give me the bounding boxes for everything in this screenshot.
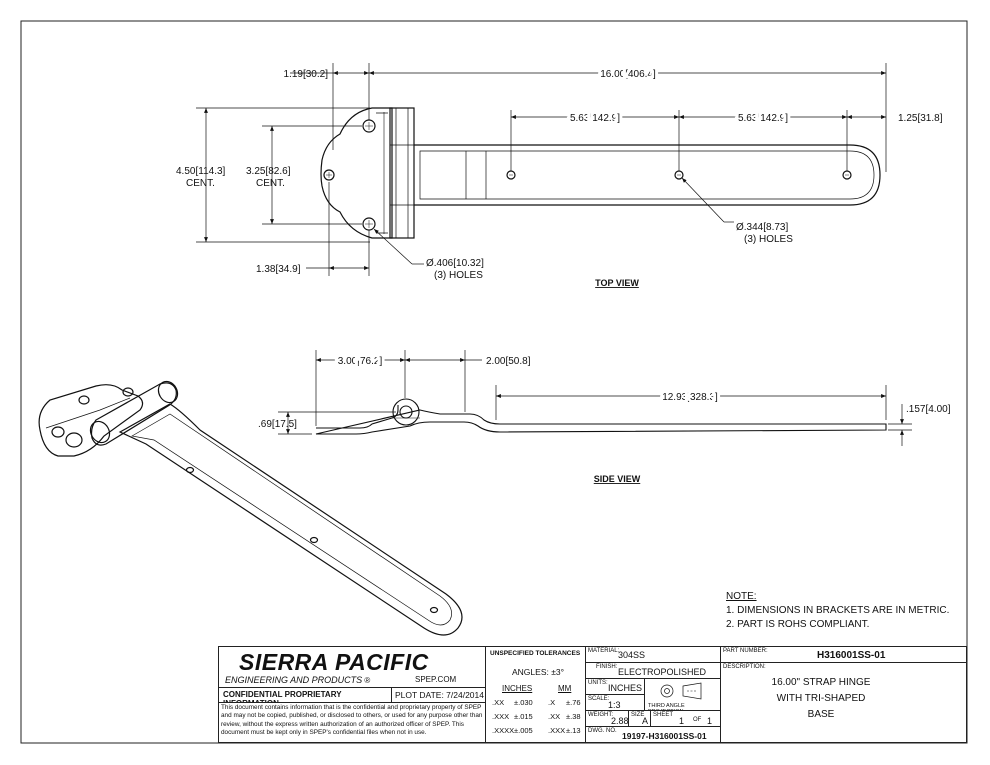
- dim-small-hole: Ø.344[8.73]: [736, 222, 789, 233]
- side-profile: [315, 405, 887, 435]
- strap-outline: [414, 144, 881, 206]
- dwg-cell: DWG. NO. 19197-H316001SS-01: [585, 726, 721, 743]
- iso-base: [38, 384, 144, 457]
- base-hole-mid: [323, 169, 335, 181]
- part-cell: PART NUMBER: H316001SS-01: [720, 646, 967, 663]
- units-cell: UNITS: INCHES: [585, 678, 645, 695]
- dimension-texts: 1.19[30.2] 16.00[406.4] 5.63[142.9] 5.63…: [176, 66, 951, 630]
- units-value: INCHES: [608, 683, 643, 693]
- description-cell: DESCRIPTION: 16.00" STRAP HINGE WITH TRI…: [720, 662, 967, 743]
- dim-hole-offset: 1.38[34.9]: [256, 264, 301, 275]
- scale-value: 1:3: [608, 700, 621, 710]
- scale-cell: SCALE: 1:3: [585, 694, 645, 711]
- iso-hole-5: [309, 536, 319, 544]
- company-cell: SIERRA PACIFIC ENGINEERING AND PRODUCTS®…: [218, 646, 486, 688]
- dim-end-offset: 1.25[31.8]: [898, 113, 943, 124]
- notes-title: NOTE:: [726, 591, 757, 602]
- side-view: [315, 398, 887, 435]
- dim-base-height: 4.50[114.3]: [176, 166, 226, 177]
- size-value: A: [642, 716, 649, 726]
- dim-side-a: 3.00[76.2]: [338, 356, 383, 367]
- dim-hole-spacing-note: CENT.: [256, 178, 285, 189]
- third-angle-projection-icon: [660, 682, 702, 700]
- material-cell: MATERIAL: 304SS: [585, 646, 721, 663]
- dim-thickness: .157[4.00]: [906, 404, 951, 415]
- dim-spacing-1: 5.63[142.9]: [570, 113, 620, 124]
- title-block: SIERRA PACIFIC ENGINEERING AND PRODUCTS®…: [218, 646, 967, 743]
- finish-value: ELECTROPOLISHED: [618, 667, 707, 677]
- dwg-number: 19197-H316001SS-01: [622, 731, 707, 741]
- top-view-label: TOP VIEW: [595, 278, 639, 288]
- iso-strap: [118, 403, 463, 636]
- size-cell: SIZE A: [628, 710, 651, 727]
- dim-base-height-note: CENT.: [186, 178, 215, 189]
- tolerance-cell: UNSPECIFIED TOLERANCES ANGLES: ±3° INCHE…: [485, 646, 586, 743]
- plot-date: PLOT DATE: 7/24/2014: [395, 690, 484, 700]
- sheet-value: 1: [679, 716, 685, 726]
- top-dimensions: [196, 63, 887, 276]
- side-dimensions: [278, 350, 912, 446]
- tolerance-title: UNSPECIFIED TOLERANCES: [490, 650, 581, 657]
- company-name: SIERRA PACIFIC: [239, 649, 429, 675]
- iso-hole-3: [122, 387, 134, 397]
- iso-hole-4: [185, 466, 195, 474]
- description-line: BASE: [807, 709, 835, 720]
- weight-cell: WEIGHT: 2.88: [585, 710, 629, 727]
- dim-offset-left: 1.19[30.2]: [284, 69, 329, 80]
- tolerance-mm-header: MM: [558, 684, 572, 693]
- registered-icon: ®: [364, 676, 371, 685]
- note-1: 1. DIMENSIONS IN BRACKETS ARE IN METRIC.: [726, 605, 949, 616]
- top-view: [320, 107, 881, 239]
- sheet-total: 1: [707, 716, 713, 726]
- tolerance-inches-header: INCHES: [502, 684, 533, 693]
- side-view-label: SIDE VIEW: [594, 474, 641, 484]
- weight-value: 2.88: [611, 716, 629, 726]
- dim-side-height: .69[17.5]: [258, 419, 297, 430]
- disclaimer-text: This document contains information that …: [221, 704, 483, 737]
- projection-cell: THIRD ANGLE PROJECTION: [644, 678, 721, 711]
- hinge-knuckle: [389, 107, 415, 239]
- description-line: WITH TRI-SHAPED: [776, 693, 866, 704]
- company-sub: ENGINEERING AND PRODUCTS: [225, 675, 363, 685]
- company-website: SPEP.COM: [415, 675, 457, 684]
- material-value: 304SS: [618, 650, 646, 660]
- plot-date-cell: PLOT DATE: 7/24/2014: [391, 687, 486, 703]
- dim-hole-spacing: 3.25[82.6]: [246, 166, 291, 177]
- iso-hole-2: [51, 426, 65, 438]
- iso-hole-6: [429, 606, 439, 614]
- sheet-cell: SHEET 1 OF 1: [650, 710, 721, 727]
- side-knuckle: [392, 398, 420, 426]
- dim-big-hole: Ø.406[10.32]: [426, 258, 484, 269]
- projection-label: THIRD ANGLE PROJECTION: [648, 703, 685, 710]
- iso-view: [38, 380, 463, 636]
- dim-side-length: 12.93[328.3]: [662, 392, 718, 403]
- finish-cell: FINISH: ELECTROPOLISHED: [585, 662, 721, 679]
- tolerance-angles: ANGLES: ±3°: [512, 667, 565, 677]
- dim-side-b: 2.00[50.8]: [486, 356, 531, 367]
- note-2: 2. PART IS ROHS COMPLIANT.: [726, 619, 869, 630]
- dim-small-hole-count: (3) HOLES: [744, 234, 793, 245]
- confidential-label: CONFIDENTIAL PROPRIETARY INFORMATION: [223, 690, 342, 702]
- description-line: 16.00" STRAP HINGE: [771, 677, 871, 688]
- iso-knuckle: [90, 382, 177, 446]
- dim-overall: 16.00[406.4]: [600, 69, 656, 80]
- sheet-border: [20, 20, 968, 744]
- disclaimer-cell: This document contains information that …: [218, 702, 486, 743]
- tri-base-outline: [320, 107, 393, 239]
- dim-big-hole-count: (3) HOLES: [434, 270, 483, 281]
- confidential-cell: CONFIDENTIAL PROPRIETARY INFORMATION: [218, 687, 392, 703]
- part-number: H316001SS-01: [817, 650, 886, 661]
- dim-spacing-2: 5.63[142.9]: [738, 113, 788, 124]
- iso-hole-1: [78, 395, 90, 405]
